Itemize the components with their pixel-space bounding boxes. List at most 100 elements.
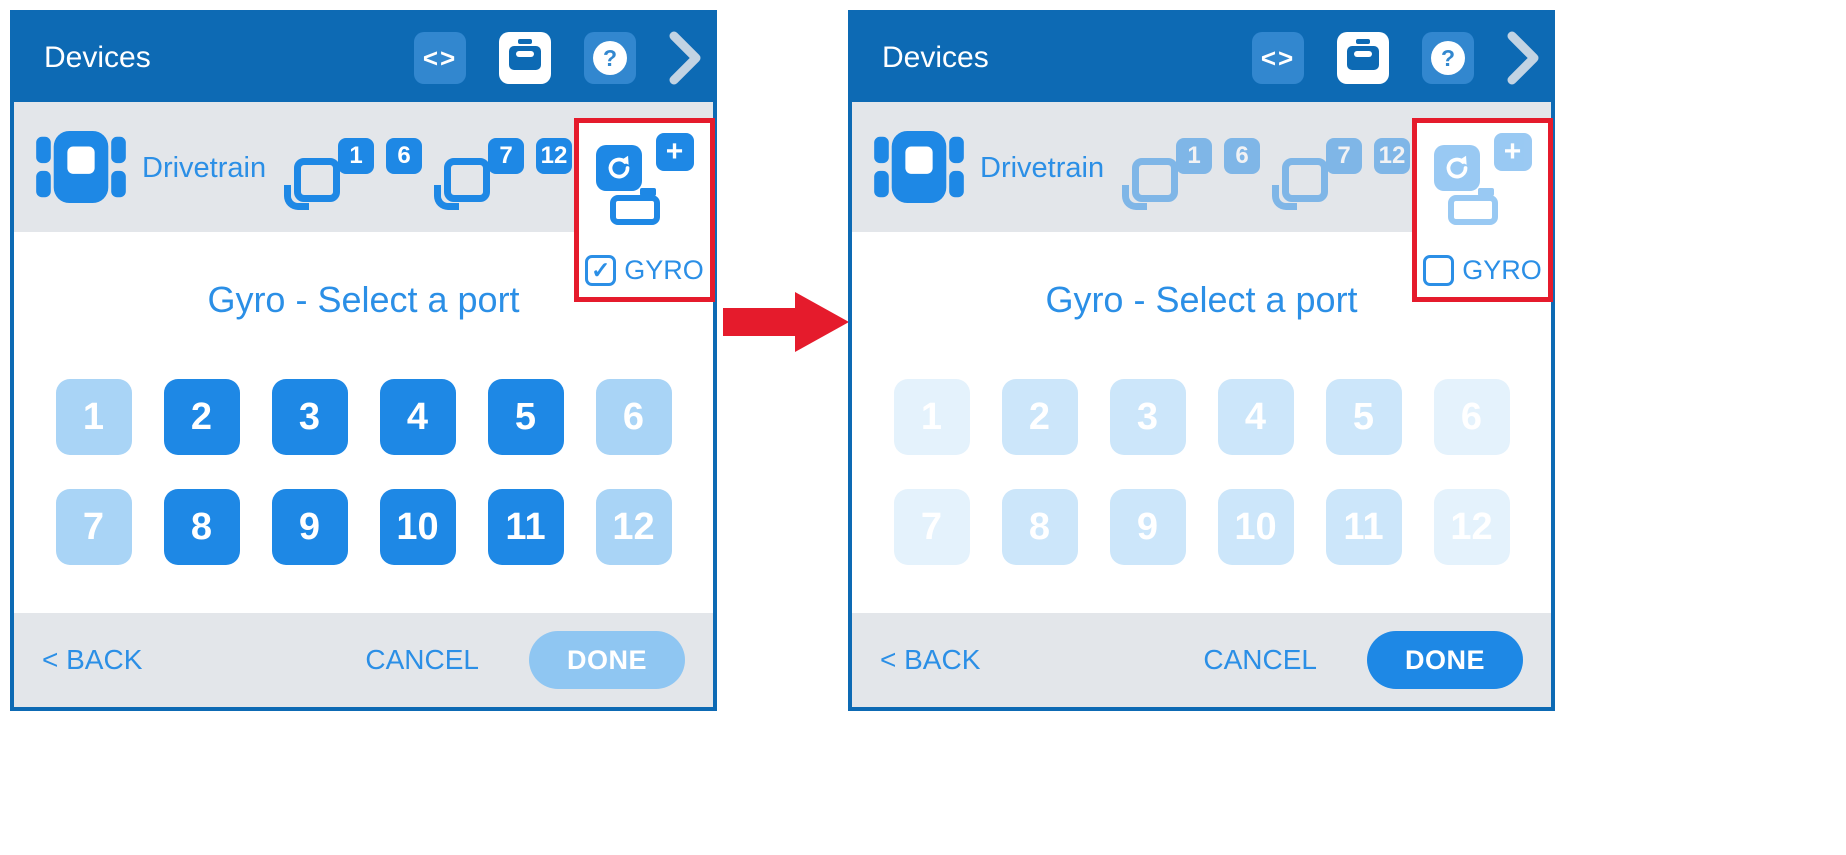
cancel-button[interactable]: CANCEL (1203, 644, 1317, 675)
gyro-base-icon (609, 188, 660, 225)
motor-port-badge: 7 (1326, 138, 1362, 174)
chevron-right-icon (1507, 31, 1539, 85)
gyro-base-icon (1447, 188, 1498, 225)
devices-panel-before: Devices <> ? (10, 10, 717, 711)
gyro-icon (1433, 145, 1480, 191)
done-button: DONE (529, 631, 685, 689)
header-bar: Devices <> ? (852, 14, 1551, 102)
port-button-11[interactable]: 11 (487, 489, 564, 565)
code-view-button[interactable]: <> (414, 32, 466, 84)
chevron-right-icon (669, 31, 701, 85)
motor-port-badge: 12 (1374, 138, 1410, 174)
port-button-9[interactable]: 9 (271, 489, 348, 565)
header-icon-group: <> ? (1252, 31, 1541, 85)
dialog-title: Gyro - Select a port (1045, 279, 1358, 320)
motor-icon (1272, 158, 1328, 210)
drivetrain-label[interactable]: Drivetrain (142, 152, 267, 184)
port-button-8[interactable]: 8 (163, 489, 240, 565)
port-button-2: 2 (1001, 379, 1078, 455)
motor-group-right[interactable]: 7 12 (434, 132, 592, 222)
page-title: Devices (44, 41, 151, 74)
help-button[interactable]: ? (584, 32, 636, 84)
port-button-9: 9 (1109, 489, 1186, 565)
add-device-plus-icon: + (655, 133, 694, 171)
motor-icon (434, 158, 490, 210)
drivetrain-icon[interactable] (874, 129, 964, 205)
port-button-6: 6 (595, 379, 672, 455)
motor-group-left[interactable]: 1 6 (1122, 132, 1280, 222)
motor-port-badge: 7 (488, 138, 524, 174)
done-button[interactable]: DONE (1367, 631, 1523, 689)
page-title: Devices (882, 41, 989, 74)
devices-tab-button[interactable] (499, 32, 551, 84)
gyro-highlight-box: + ✓ GYRO (574, 118, 715, 302)
gyro-checkbox[interactable]: ✓ (585, 255, 617, 286)
gyro-checkbox-label: GYRO (624, 255, 704, 285)
port-button-4: 4 (1217, 379, 1294, 455)
collapse-panel-button[interactable] (669, 31, 701, 85)
footer-bar: < BACK CANCEL DONE (14, 613, 713, 707)
port-button-12: 12 (595, 489, 672, 565)
port-button-6: 6 (1433, 379, 1510, 455)
devices-tab-button[interactable] (1337, 32, 1389, 84)
help-button[interactable]: ? (1422, 32, 1474, 84)
brain-icon (1347, 39, 1379, 70)
question-icon: ? (1431, 41, 1465, 75)
motor-port-badge: 1 (1176, 138, 1212, 174)
back-button[interactable]: < BACK (42, 644, 143, 675)
port-button-4[interactable]: 4 (379, 379, 456, 455)
port-button-5[interactable]: 5 (487, 379, 564, 455)
code-view-button[interactable]: <> (1252, 32, 1304, 84)
motor-group-right[interactable]: 7 12 (1272, 132, 1430, 222)
drivetrain-label[interactable]: Drivetrain (980, 152, 1105, 184)
gyro-checkbox-label: GYRO (1462, 255, 1542, 285)
motor-icon (284, 158, 340, 210)
port-button-2[interactable]: 2 (163, 379, 240, 455)
port-button-10[interactable]: 10 (379, 489, 456, 565)
motor-port-badge: 1 (338, 138, 374, 174)
cancel-button[interactable]: CANCEL (365, 644, 479, 675)
gyro-highlight-box: + GYRO (1412, 118, 1553, 302)
code-icon: <> (1260, 42, 1296, 73)
arrow-head (795, 292, 849, 352)
motor-icon (1122, 158, 1178, 210)
port-button-3: 3 (1109, 379, 1186, 455)
port-button-1: 1 (55, 379, 132, 455)
port-button-8: 8 (1001, 489, 1078, 565)
port-button-10: 10 (1217, 489, 1294, 565)
port-button-11: 11 (1325, 489, 1402, 565)
gyro-icon (595, 145, 642, 191)
drivetrain-icon[interactable] (36, 129, 126, 205)
add-device-plus-icon: + (1493, 133, 1532, 171)
motor-port-badge: 6 (1224, 138, 1260, 174)
gyro-device-tile[interactable]: + (594, 133, 696, 229)
port-button-1: 1 (893, 379, 970, 455)
collapse-panel-button[interactable] (1507, 31, 1539, 85)
footer-bar: < BACK CANCEL DONE (852, 613, 1551, 707)
header-icon-group: <> ? (414, 31, 703, 85)
gyro-checkbox-row: ✓ GYRO (585, 255, 704, 286)
gyro-checkbox-row: GYRO (1423, 255, 1542, 286)
port-button-3[interactable]: 3 (271, 379, 348, 455)
motor-port-badge: 12 (536, 138, 572, 174)
port-button-7: 7 (893, 489, 970, 565)
devices-panel-after: Devices <> ? (848, 10, 1555, 711)
motor-port-badge: 6 (386, 138, 422, 174)
gyro-checkbox[interactable] (1423, 255, 1455, 286)
header-bar: Devices <> ? (14, 14, 713, 102)
motor-group-left[interactable]: 1 6 (284, 132, 442, 222)
port-button-12: 12 (1433, 489, 1510, 565)
arrow-shaft (723, 308, 797, 336)
back-button[interactable]: < BACK (880, 644, 981, 675)
code-icon: <> (422, 42, 458, 73)
check-icon: ✓ (591, 257, 611, 283)
gyro-device-tile[interactable]: + (1432, 133, 1534, 229)
question-icon: ? (593, 41, 627, 75)
port-button-7: 7 (55, 489, 132, 565)
transition-arrow (723, 292, 849, 352)
port-button-5: 5 (1325, 379, 1402, 455)
